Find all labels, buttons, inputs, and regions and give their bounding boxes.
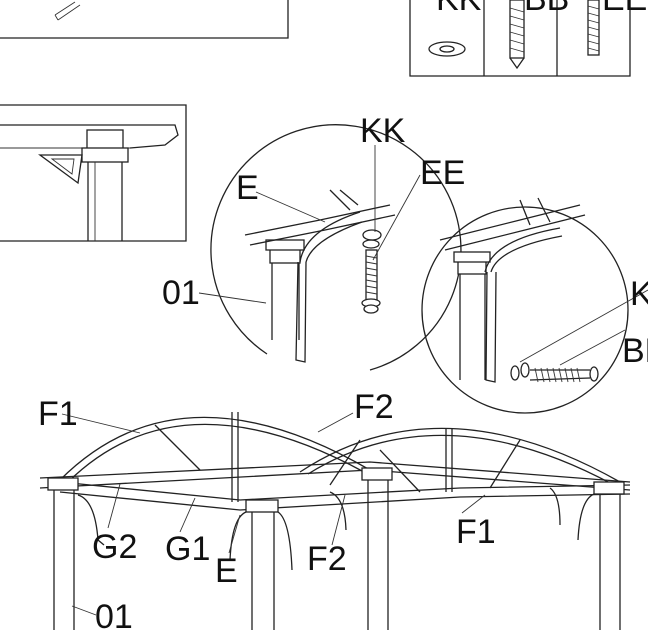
label-f2-top: F2 [354, 388, 394, 426]
label-g2: G2 [92, 528, 137, 566]
label-k-right: K [630, 275, 648, 313]
label-01-mid: 01 [162, 274, 200, 312]
threaded-bolt-icon [587, 0, 600, 56]
label-kk-top: KK [436, 0, 482, 18]
label-ee: EE [420, 154, 465, 192]
lag-screw-icon [509, 0, 525, 70]
label-f2-bottom: F2 [307, 540, 347, 578]
label-e-top: E [236, 169, 259, 207]
label-ee-top: EE [602, 0, 647, 18]
lag-screw-detail [529, 366, 599, 383]
hardware-parts-panel: KK BB EE [409, 0, 647, 77]
washer-icon [428, 41, 466, 57]
bolt-detail-circle [198, 124, 462, 371]
post-back-mid [361, 467, 393, 630]
label-be-right: BE [622, 332, 648, 370]
top-left-inset-panel [0, 0, 289, 39]
post-front-mid [229, 499, 293, 630]
screw-detail-circle [421, 197, 648, 414]
label-f1-left: F1 [38, 395, 78, 433]
label-f1-right: F1 [456, 513, 496, 551]
label-kk: KK [360, 112, 406, 150]
label-e-bottom: E [215, 552, 238, 590]
gazebo-frame [39, 412, 631, 630]
label-g1: G1 [165, 530, 210, 568]
left-detail-inset [0, 104, 187, 242]
label-bb-top: BB [524, 0, 569, 18]
post-right [577, 481, 625, 630]
label-01-bottom: 01 [95, 598, 133, 630]
